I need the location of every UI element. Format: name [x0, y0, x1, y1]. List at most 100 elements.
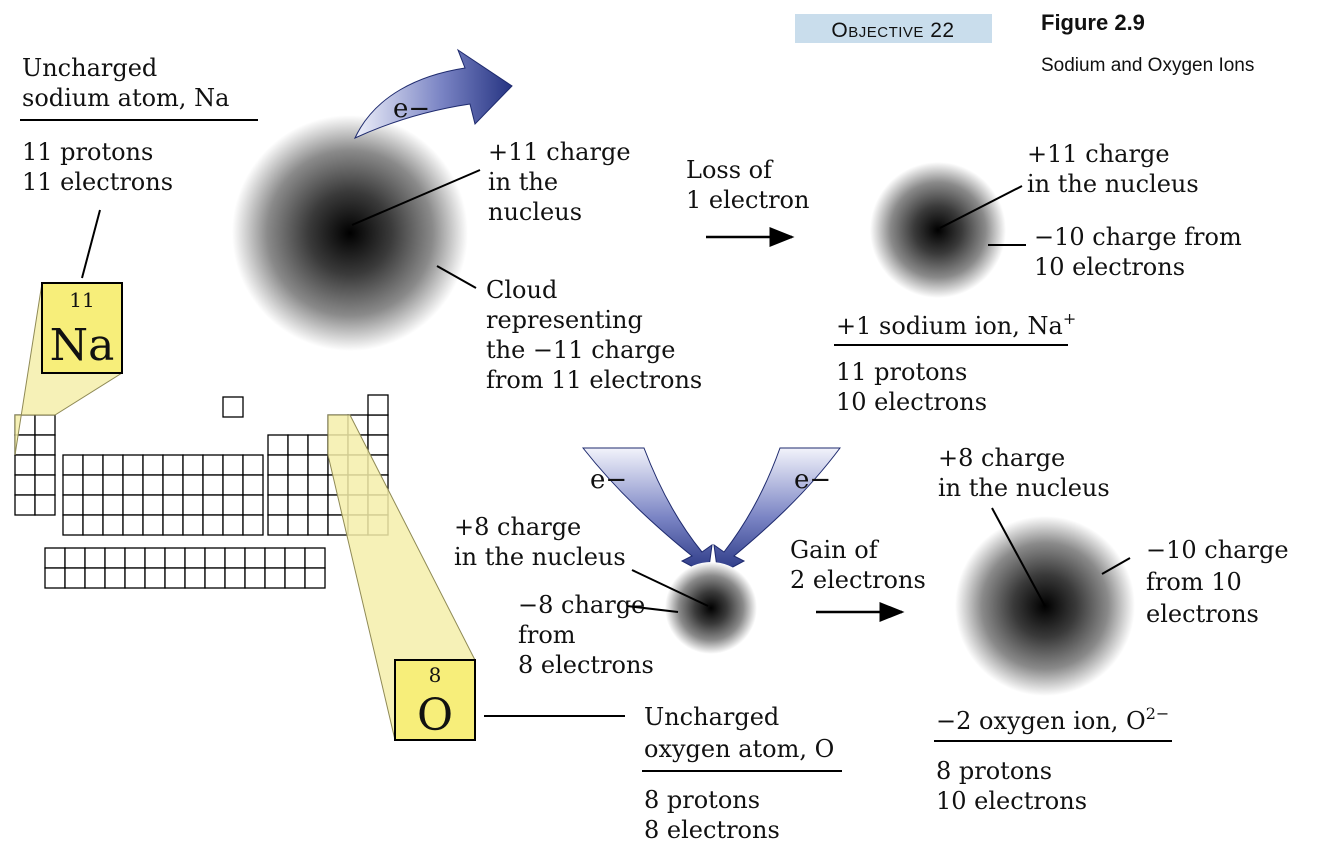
periodic-table-cell — [62, 454, 84, 476]
periodic-table-cell — [144, 567, 166, 589]
oxygen-ion-title-superscript: 2− — [1146, 704, 1170, 723]
sodium-ion-electron-label-1: −10 charge from — [1034, 223, 1242, 251]
periodic-table-cell — [62, 514, 84, 536]
periodic-table-cell — [142, 514, 164, 536]
periodic-table-cell — [222, 514, 244, 536]
periodic-table-cell — [284, 547, 306, 569]
periodic-table-cell — [222, 474, 244, 496]
periodic-table-cell — [287, 494, 309, 516]
sodium-atom-title-line1: Uncharged — [22, 54, 157, 82]
periodic-table-cell — [202, 474, 224, 496]
periodic-table-cell — [124, 567, 146, 589]
periodic-table-cell — [122, 514, 144, 536]
oxygen-ion-title-text: −2 oxygen ion, O — [936, 707, 1146, 735]
periodic-table-cell — [242, 494, 264, 516]
sodium-nucleus-label-1: +11 charge — [488, 138, 631, 166]
oxygen-electron-label-1: −8 charge — [518, 591, 645, 619]
periodic-table-cell — [267, 434, 289, 456]
periodic-table-cell — [367, 434, 389, 456]
periodic-table-cell — [102, 474, 124, 496]
sodium-ion-title-text: +1 sodium ion, Na — [836, 312, 1063, 340]
sodium-ion-electrons: 10 electrons — [836, 388, 987, 416]
periodic-table-cell — [102, 514, 124, 536]
oxygen-change-label-2: 2 electrons — [790, 566, 926, 594]
periodic-table-cell — [224, 567, 246, 589]
periodic-table-cell — [307, 494, 329, 516]
periodic-table-cell — [267, 494, 289, 516]
periodic-table-cell — [44, 547, 66, 569]
sodium-atom-label: Uncharged sodium atom, Na 11 protons 11 … — [20, 54, 258, 279]
periodic-table-cell — [142, 454, 164, 476]
oxygen-ion-protons: 8 protons — [936, 757, 1052, 785]
periodic-table-cell — [307, 474, 329, 496]
periodic-table-cell — [84, 567, 106, 589]
periodic-table-cell — [367, 394, 389, 416]
sodium-ion-protons: 11 protons — [836, 358, 967, 386]
periodic-table-cell — [367, 414, 389, 436]
oxygen-electron-symbol-right: e− — [794, 465, 831, 495]
periodic-table-cell — [62, 474, 84, 496]
periodic-table-cell — [222, 396, 244, 418]
periodic-table-cell — [184, 547, 206, 569]
periodic-table-cell — [304, 547, 326, 569]
periodic-table-cell — [122, 454, 144, 476]
oxygen-ion-nucleus-label-1: +8 charge — [938, 444, 1065, 472]
periodic-table-cell — [267, 454, 289, 476]
sodium-cloud-label-2: representing — [486, 306, 643, 334]
oxygen-ion-nucleus-label-2: in the nucleus — [938, 474, 1110, 502]
sodium-ion-nucleus-leader — [939, 185, 1023, 229]
sodium-cloud-label-4: from 11 electrons — [486, 366, 702, 394]
periodic-table-cell — [182, 474, 204, 496]
oxygen-atom-title-1: Uncharged — [644, 703, 779, 731]
periodic-table-cell — [34, 454, 56, 476]
periodic-table-cell — [142, 494, 164, 516]
oxygen-ion-title: −2 oxygen ion, O2− — [936, 704, 1169, 735]
periodic-table-cell — [162, 494, 184, 516]
periodic-table-cell — [307, 434, 329, 456]
periodic-table-cell — [62, 494, 84, 516]
periodic-table-cell — [204, 547, 226, 569]
periodic-table-cell — [14, 454, 36, 476]
sodium-leader-line — [81, 209, 101, 279]
oxygen-element-box: 8 O — [394, 659, 476, 741]
periodic-table-cell — [242, 474, 264, 496]
oxygen-nucleus-leader — [631, 569, 709, 607]
periodic-table-cell — [64, 567, 86, 589]
periodic-table-cell — [182, 454, 204, 476]
periodic-table-cell — [84, 547, 106, 569]
periodic-table-cell — [34, 494, 56, 516]
oxygen-change-label-1: Gain of — [790, 536, 880, 564]
periodic-table-cell — [102, 494, 124, 516]
sodium-ion-nucleus-label-2: in the nucleus — [1027, 170, 1199, 198]
periodic-table-cell — [202, 514, 224, 536]
figure-number: Figure 2.9 — [1041, 10, 1145, 35]
sodium-atom-electrons: 11 electrons — [22, 168, 173, 196]
sodium-nucleus-label-3: nucleus — [488, 198, 582, 226]
periodic-table-cell — [304, 567, 326, 589]
periodic-table-cell — [264, 547, 286, 569]
oxygen-ion-electron-label-2: from 10 — [1146, 568, 1242, 596]
oxygen-atom-protons: 8 protons — [644, 786, 760, 814]
periodic-table-cell — [224, 547, 246, 569]
periodic-table-cell — [307, 454, 329, 476]
oxygen-nucleus-label-1: +8 charge — [454, 513, 581, 541]
periodic-table-cell — [34, 414, 56, 436]
sodium-ion-title-superscript: + — [1063, 309, 1076, 328]
sodium-atomic-number: 11 — [69, 288, 94, 312]
periodic-table-cell — [267, 474, 289, 496]
sodium-cloud-label-3: the −11 charge — [486, 336, 675, 364]
sodium-change-label-1: Loss of — [686, 156, 774, 184]
periodic-table-cell — [267, 514, 289, 536]
sodium-ion-cloud — [870, 162, 1006, 298]
periodic-table-cell — [164, 567, 186, 589]
oxygen-atomic-number: 8 — [429, 663, 442, 687]
periodic-table-cell — [284, 567, 306, 589]
sodium-ion-nucleus-label-1: +11 charge — [1027, 140, 1170, 168]
periodic-table-cell — [287, 474, 309, 496]
periodic-table-cell — [162, 454, 184, 476]
sodium-cloud-leader — [436, 265, 477, 289]
periodic-table-cell — [144, 547, 166, 569]
electron-leaving-arrow — [353, 48, 513, 140]
periodic-table-cell — [14, 474, 36, 496]
